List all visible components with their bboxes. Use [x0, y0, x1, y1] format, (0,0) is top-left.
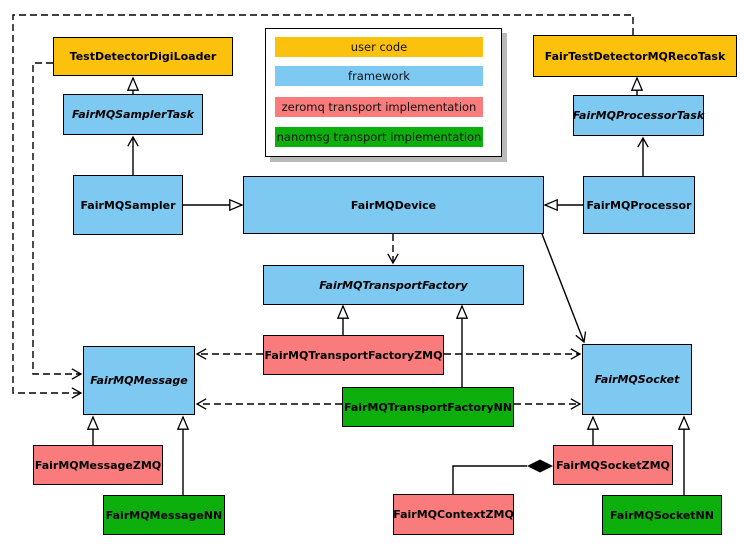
- edge-contextzmq-socketzmq: [452, 465, 527, 494]
- node-fairmq-device: FairMQDevice: [243, 176, 544, 234]
- node-fair-test-detector-mq-reco-task: FairTestDetectorMQRecoTask: [533, 35, 737, 77]
- node-fairmq-sampler-task: FairMQSamplerTask: [63, 94, 203, 135]
- composition-diamond-icon: [527, 459, 553, 473]
- node-fairmq-socket-zmq: FairMQSocketZMQ: [553, 445, 673, 485]
- legend-item-user-code: user code: [275, 37, 483, 57]
- node-fairmq-socket: FairMQSocket: [582, 344, 692, 415]
- node-fairmq-transport-factory-zmq: FairMQTransportFactoryZMQ: [263, 335, 444, 375]
- edge-digiloader-message: [32, 62, 83, 380]
- node-fairmq-message-zmq: FairMQMessageZMQ: [33, 445, 163, 485]
- node-fairmq-context-zmq: FairMQContextZMQ: [393, 494, 514, 535]
- legend-item-zeromq: zeromq transport implementation: [275, 97, 483, 117]
- legend-box: user code framework zeromq transport imp…: [265, 28, 502, 157]
- node-fairmq-sampler: FairMQSampler: [73, 175, 183, 235]
- legend-item-framework: framework: [275, 66, 483, 86]
- edge-recotask-message: [12, 14, 634, 399]
- legend-item-nanomsg: nanomsg transport implementation: [275, 127, 483, 147]
- node-fairmq-message: FairMQMessage: [83, 346, 195, 415]
- node-test-detector-digi-loader: TestDetectorDigiLoader: [53, 37, 233, 76]
- node-fairmq-processor: FairMQProcessor: [583, 176, 695, 234]
- edge-device-socket: [541, 233, 587, 344]
- node-fairmq-socket-nn: FairMQSocketNN: [602, 495, 722, 535]
- node-fairmq-transport-factory: FairMQTransportFactory: [263, 265, 524, 305]
- node-fairmq-message-nn: FairMQMessageNN: [103, 495, 225, 535]
- node-fairmq-processor-task: FairMQProcessorTask: [573, 95, 704, 136]
- node-fairmq-transport-factory-nn: FairMQTransportFactoryNN: [342, 387, 514, 427]
